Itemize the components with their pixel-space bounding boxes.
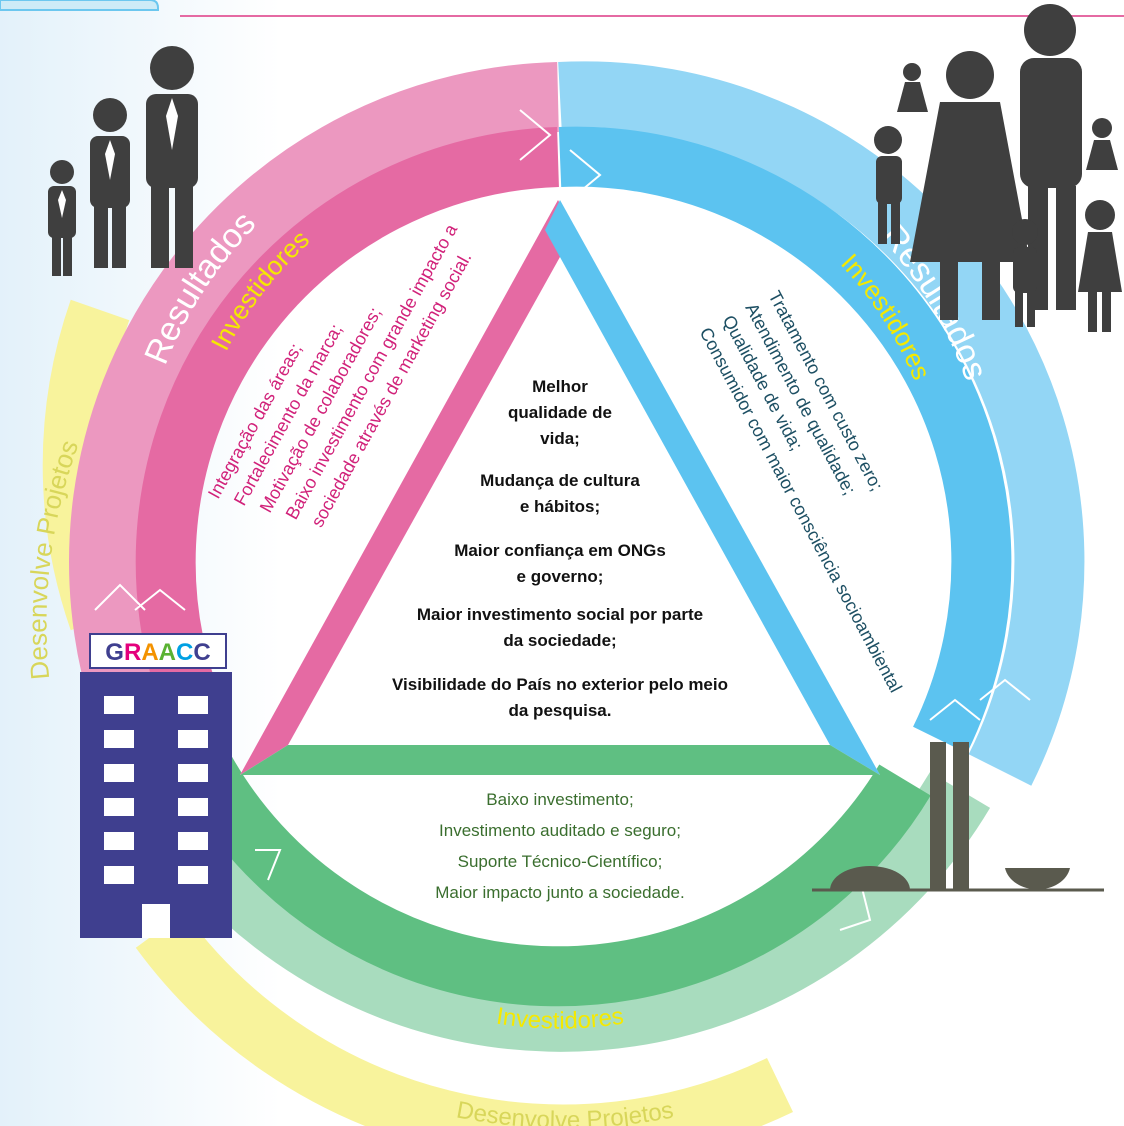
chevron-icon (519, 109, 552, 161)
bottom-investidores-label: Investidores (495, 1003, 626, 1035)
family-icon (874, 4, 1122, 332)
ring-blue-inner (558, 126, 1012, 754)
center-benefits-list: Melhor qualidade de vida; Mudança de cultur… (392, 377, 728, 720)
top-tab (0, 0, 159, 11)
bottom-resultados-label: Resultados (484, 1046, 636, 1085)
congress-building-icon (812, 742, 1104, 892)
green-list-item: Baixo investimento; (486, 790, 633, 809)
chevron-icon (255, 849, 282, 881)
triangle-side-pink (240, 200, 575, 775)
outer-arc-bottom (135, 912, 793, 1126)
center-list-line: Maior confiança em ONGs (454, 541, 666, 560)
chevron-icon (839, 879, 872, 931)
green-benefits-list: Baixo investimento; Investimento auditado… (435, 790, 684, 902)
triangle-side-green (240, 745, 880, 775)
graacc-logo: GRAACC (105, 639, 210, 666)
chevron-icon (979, 678, 1031, 701)
chevron-icon (94, 583, 146, 611)
center-list-line: Maior investimento social por parte (417, 605, 703, 624)
green-list-item: Suporte Técnico-Científico; (458, 852, 663, 871)
graacc-hospital-icon (80, 633, 232, 938)
center-list-line: da pesquisa. (509, 701, 612, 720)
center-list-line: Mudança de cultura (480, 471, 640, 490)
chevron-icon (134, 588, 186, 611)
ring-green-inner (178, 755, 931, 1007)
center-list-line: e governo; (517, 567, 604, 586)
green-list-item: Maior impacto junto a sociedade. (435, 883, 684, 902)
triangle-side-blue (545, 200, 880, 775)
center-list-line: qualidade de (508, 403, 612, 422)
center-list-line: e hábitos; (520, 497, 600, 516)
green-list-item: Investimento auditado e seguro; (439, 821, 681, 840)
ring-pink-inner (135, 127, 559, 711)
center-list-line: da sociedade; (503, 631, 616, 650)
center-list-line: Melhor (532, 377, 588, 396)
triangle-fill (240, 200, 880, 775)
ring-green-outer (119, 753, 991, 1052)
chevron-icon (929, 698, 981, 721)
chevron-icon (569, 149, 602, 201)
center-list-line: Visibilidade do País no exterior pelo me… (392, 675, 728, 694)
center-list-line: vida; (540, 429, 580, 448)
ring-pink-outer (69, 62, 559, 711)
ring-blue-outer (558, 61, 1085, 786)
